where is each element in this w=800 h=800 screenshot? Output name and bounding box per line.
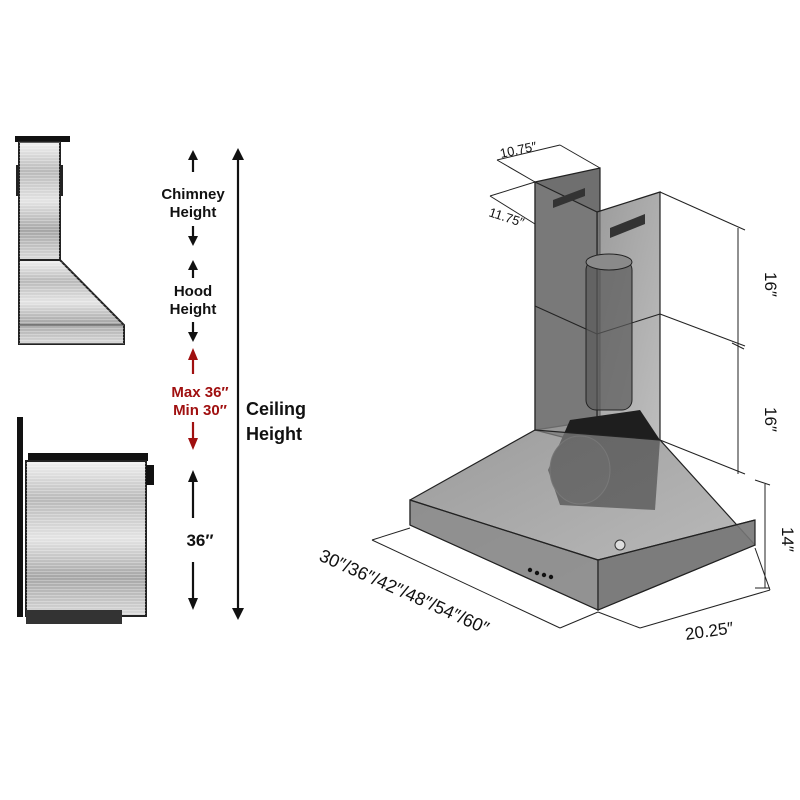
left-dimension-arrows [188,148,244,620]
counter-height-label: 36″ [186,531,213,550]
chimney-height-label-line1: Chimney [161,186,225,203]
chimney-height-label-line2: Height [170,204,217,221]
chimney-depth-dimension: 11.75″ [487,205,526,231]
clearance-max-label: Max 36″ [171,384,228,401]
chimney-width-dimension: 10.75″ [499,138,539,160]
lower-chimney-height-dimension: 16″ [761,407,780,432]
hood-depth-dimension: 20.25″ [684,618,735,644]
ceiling-height-label-line1: Ceiling [246,399,306,419]
hood-3d-view [409,167,757,611]
upper-chimney-height-dimension: 16″ [761,272,780,297]
right-dimension-lines [371,144,771,629]
side-view-range [17,417,154,624]
hood-height-dimension: 14″ [778,527,797,552]
ceiling-height-label-line2: Height [246,424,302,444]
hood-width-options: 30″/36″/42″/48″/54″/60″ [316,545,492,638]
clearance-min-label: Min 30″ [173,402,227,419]
hood-height-label-line1: Hood [174,283,212,300]
side-view-hood [15,136,125,345]
hood-height-label-line2: Height [170,301,217,318]
